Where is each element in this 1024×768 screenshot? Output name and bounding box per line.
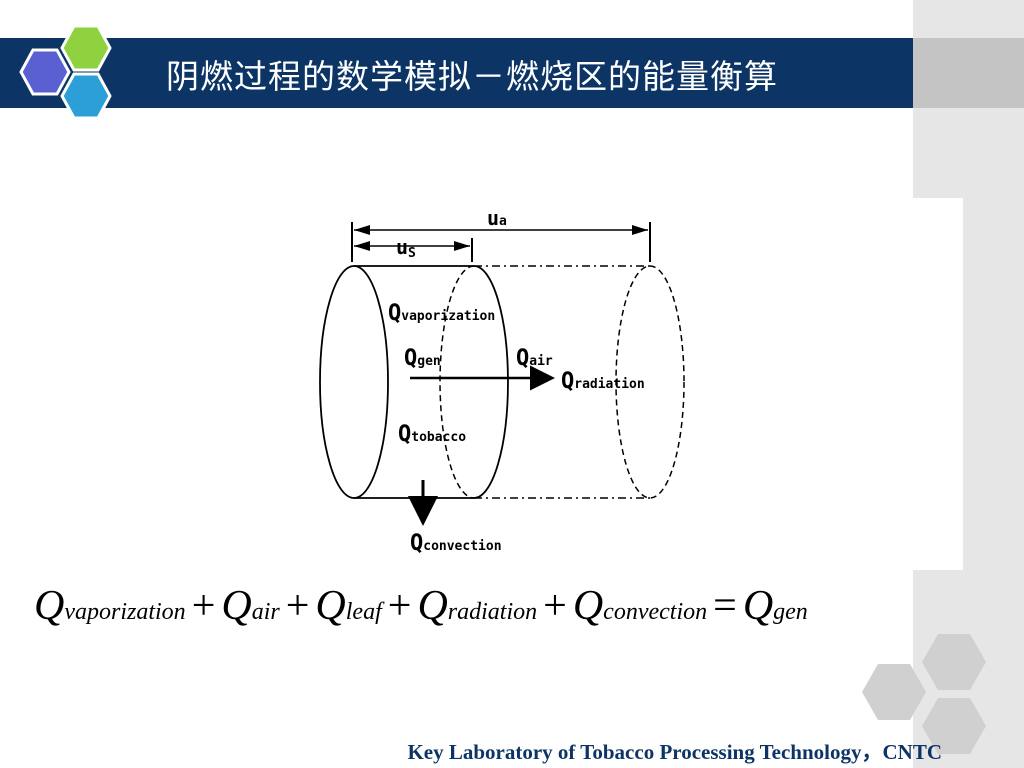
title-bar-extension (913, 38, 1024, 108)
us-arrow-right-icon (454, 241, 470, 251)
eq-symbol: Q (34, 583, 65, 629)
hexagon-logo (19, 24, 112, 120)
energy-balance-equation: Qvaporization+Qair+Qleaf+Qradiation+Qcon… (34, 582, 808, 630)
hexagon-green-icon (60, 24, 112, 72)
label-q-tobacco: Qtobacco (398, 422, 466, 447)
eq-sub-air: air (251, 599, 280, 625)
eq-equals: = (713, 583, 737, 629)
hexagon-purple-icon (19, 48, 71, 96)
eq-plus: + (387, 583, 412, 629)
label-q-radiation: Qradiation (561, 369, 645, 394)
label-q-vaporization: Qvaporization (388, 301, 495, 326)
eq-symbol: Q (417, 583, 448, 629)
hexagon-blue-icon (60, 72, 112, 120)
label-ua: ua (487, 206, 507, 230)
ua-arrow-right-icon (632, 225, 648, 235)
cylinder-burning-zone-front (439, 265, 475, 499)
us-arrow-left-icon (354, 241, 370, 251)
eq-symbol: Q (742, 583, 774, 629)
eq-plus: + (191, 583, 216, 629)
cylinder-left-end (319, 265, 389, 499)
cylinder-burning-zone-back (473, 265, 509, 499)
footer-lab-name: Key Laboratory of Tobacco Processing Tec… (407, 740, 942, 764)
cylinder-right-end (615, 265, 685, 499)
label-q-convection: Qconvection (410, 531, 502, 556)
title-bar (0, 38, 913, 108)
ua-arrow-left-icon (354, 225, 370, 235)
eq-sub-gen: gen (773, 599, 808, 625)
right-decor-notch (913, 198, 963, 570)
eq-sub-vaporization: vaporization (64, 599, 186, 625)
eq-symbol: Q (315, 583, 346, 629)
label-q-gen: Qgen (404, 346, 441, 371)
slide-title: 阴燃过程的数学模拟－燃烧区的能量衡算 (166, 57, 778, 96)
eq-sub-radiation: radiation (447, 599, 538, 625)
label-q-air: Qair (516, 346, 553, 371)
label-us: uS (396, 235, 416, 261)
eq-sub-convection: convection (603, 599, 708, 625)
eq-symbol: Q (221, 583, 252, 629)
eq-sub-leaf: leaf (345, 599, 382, 625)
eq-symbol: Q (572, 583, 604, 629)
eq-plus: + (285, 583, 310, 629)
eq-plus: + (543, 583, 567, 629)
